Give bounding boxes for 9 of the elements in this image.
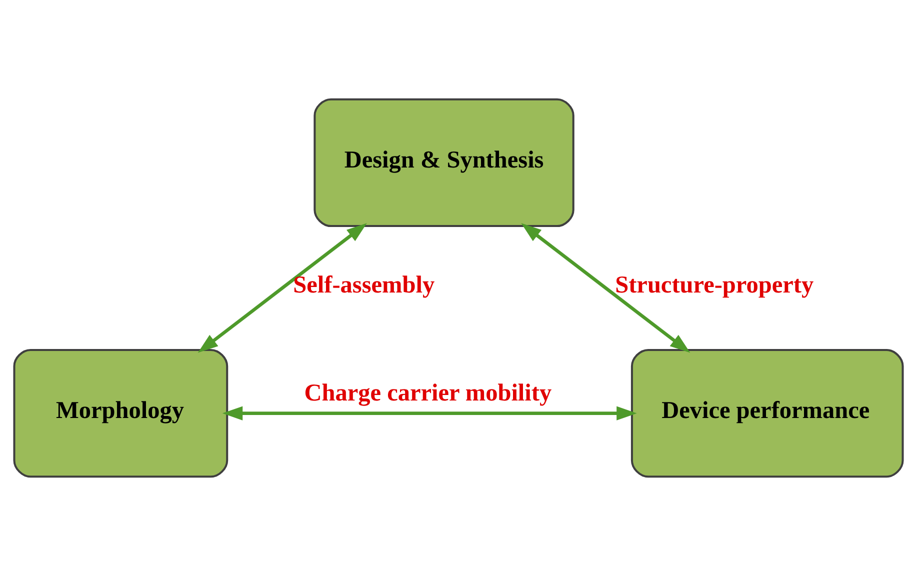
arrow (198, 222, 367, 352)
arrow (222, 406, 637, 420)
edge-label: Charge carrier mobility (304, 378, 552, 406)
edge-label: Self-assembly (293, 271, 435, 298)
node-box: Device performance (630, 348, 904, 478)
arrow (521, 222, 690, 352)
edge-label: Structure-property (615, 271, 814, 298)
node-box: Design & Synthesis (314, 98, 574, 227)
node-box: Morphology (13, 348, 228, 478)
